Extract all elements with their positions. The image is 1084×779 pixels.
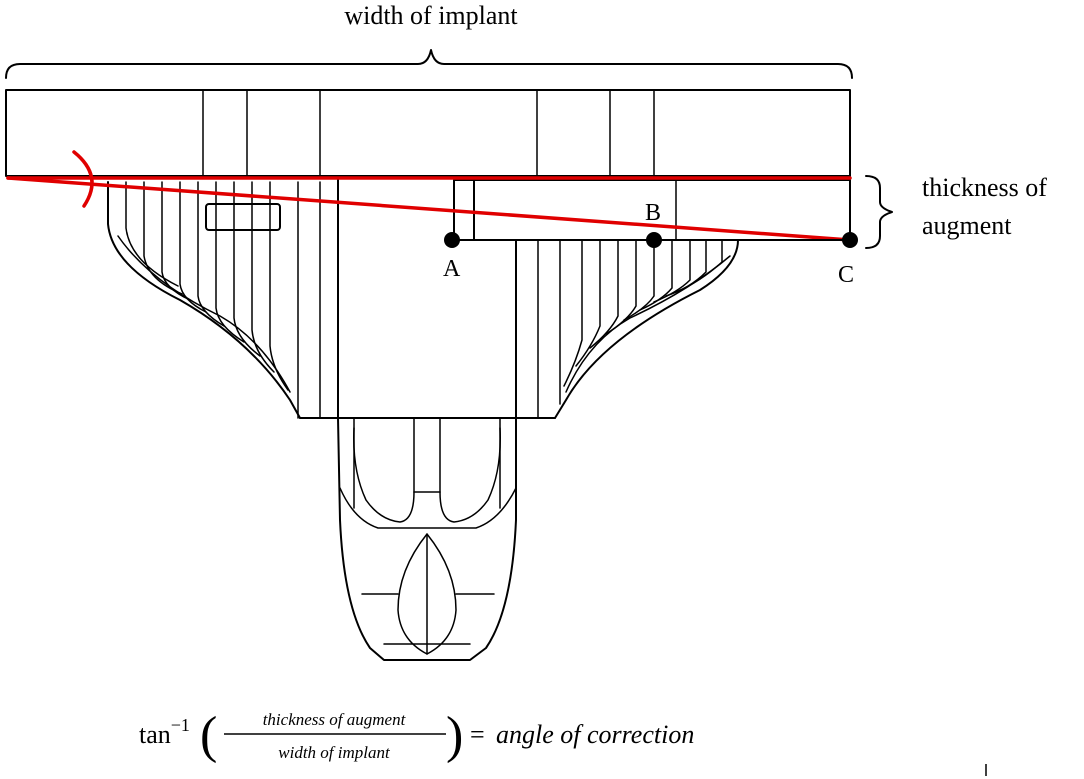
left-flange (107, 179, 339, 419)
point-b-label: B (645, 200, 661, 226)
top-plate-dividers (202, 89, 655, 177)
formula-denominator: width of implant (278, 743, 391, 762)
left-slot (205, 203, 281, 231)
width-label: width of implant (344, 1, 518, 30)
thickness-label-line1: thickness of (922, 173, 1047, 202)
top-plate (5, 89, 851, 177)
width-brace (5, 49, 853, 79)
augment-block (473, 179, 851, 241)
formula-numerator: thickness of augment (263, 710, 407, 729)
right-paren: ) (446, 707, 463, 764)
formula: tan−1 ( thickness of augment width of im… (139, 707, 694, 764)
correction-line (6, 176, 852, 242)
angle-arc (72, 150, 94, 208)
point-a-label: A (443, 256, 461, 282)
right-flange (515, 239, 739, 419)
right-fins (537, 239, 731, 419)
thickness-brace (865, 175, 893, 249)
formula-result: angle of correction (496, 720, 694, 749)
point-c-dot (842, 232, 858, 248)
left-fins (117, 181, 321, 419)
point-a-dot (444, 232, 460, 248)
keel (337, 417, 517, 661)
keel-details (339, 417, 517, 655)
point-c-label: C (838, 262, 854, 288)
formula-equals: = (470, 720, 485, 749)
implant-drawing (5, 89, 851, 661)
correction-lines (6, 150, 852, 242)
left-paren: ( (200, 707, 217, 764)
formula-func: tan−1 (139, 715, 190, 749)
thickness-label-line2: augment (922, 211, 1012, 240)
point-b-dot (646, 232, 662, 248)
